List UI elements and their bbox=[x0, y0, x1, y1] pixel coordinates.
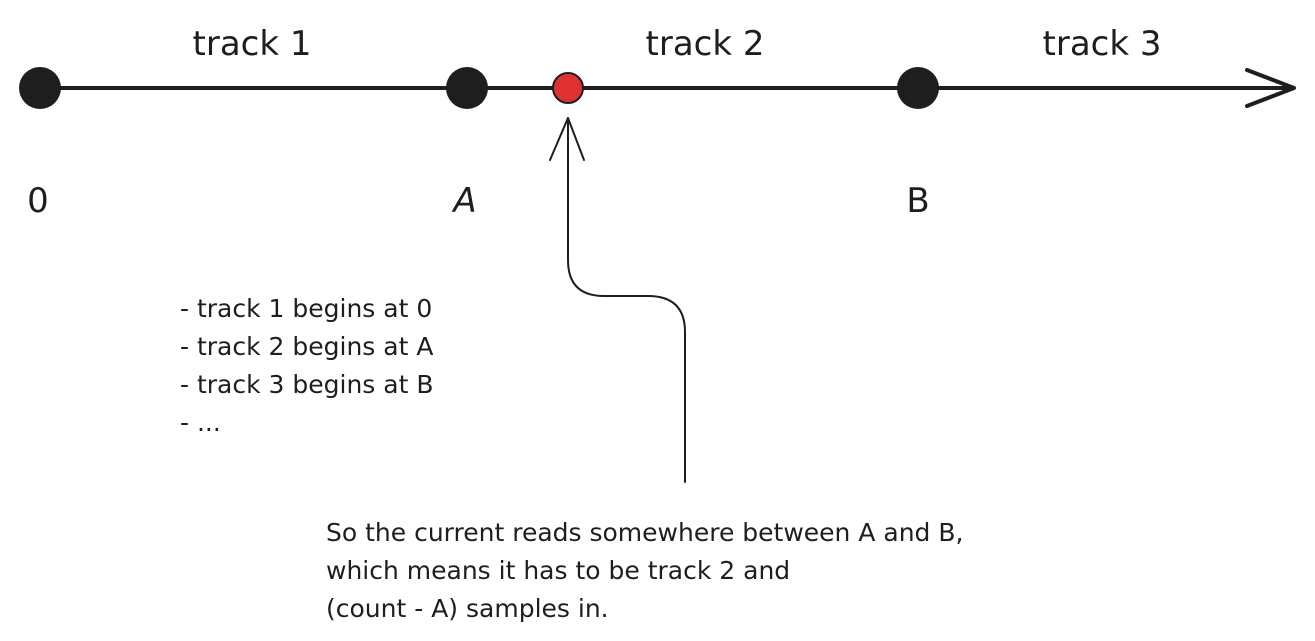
point-a-dot bbox=[446, 67, 488, 109]
track-1-label: track 1 bbox=[193, 24, 312, 64]
pointer-arrowhead bbox=[549, 117, 585, 161]
explanation-caption: So the current reads somewhere between A… bbox=[326, 514, 963, 628]
note-item: - ... bbox=[180, 408, 221, 437]
note-item: - track 3 begins at B bbox=[180, 370, 434, 399]
timeline-arrowhead bbox=[1245, 68, 1296, 108]
track-start-notes: - track 1 begins at 0 - track 2 begins a… bbox=[180, 290, 434, 442]
point-a-label: A bbox=[451, 181, 476, 221]
caption-line: which means it has to be track 2 and bbox=[326, 556, 791, 585]
point-b-dot bbox=[897, 67, 939, 109]
track-3-label: track 3 bbox=[1043, 24, 1162, 64]
point-0-label: 0 bbox=[27, 181, 49, 221]
caption-line: (count - A) samples in. bbox=[326, 594, 609, 623]
pointer-connector bbox=[567, 117, 686, 483]
point-b-label: B bbox=[906, 181, 929, 221]
current-position-marker bbox=[552, 72, 584, 104]
note-item: - track 2 begins at A bbox=[180, 332, 434, 361]
caption-line: So the current reads somewhere between A… bbox=[326, 518, 964, 547]
point-0-dot bbox=[19, 67, 61, 109]
track-2-label: track 2 bbox=[646, 24, 765, 64]
note-item: - track 1 begins at 0 bbox=[180, 294, 433, 323]
